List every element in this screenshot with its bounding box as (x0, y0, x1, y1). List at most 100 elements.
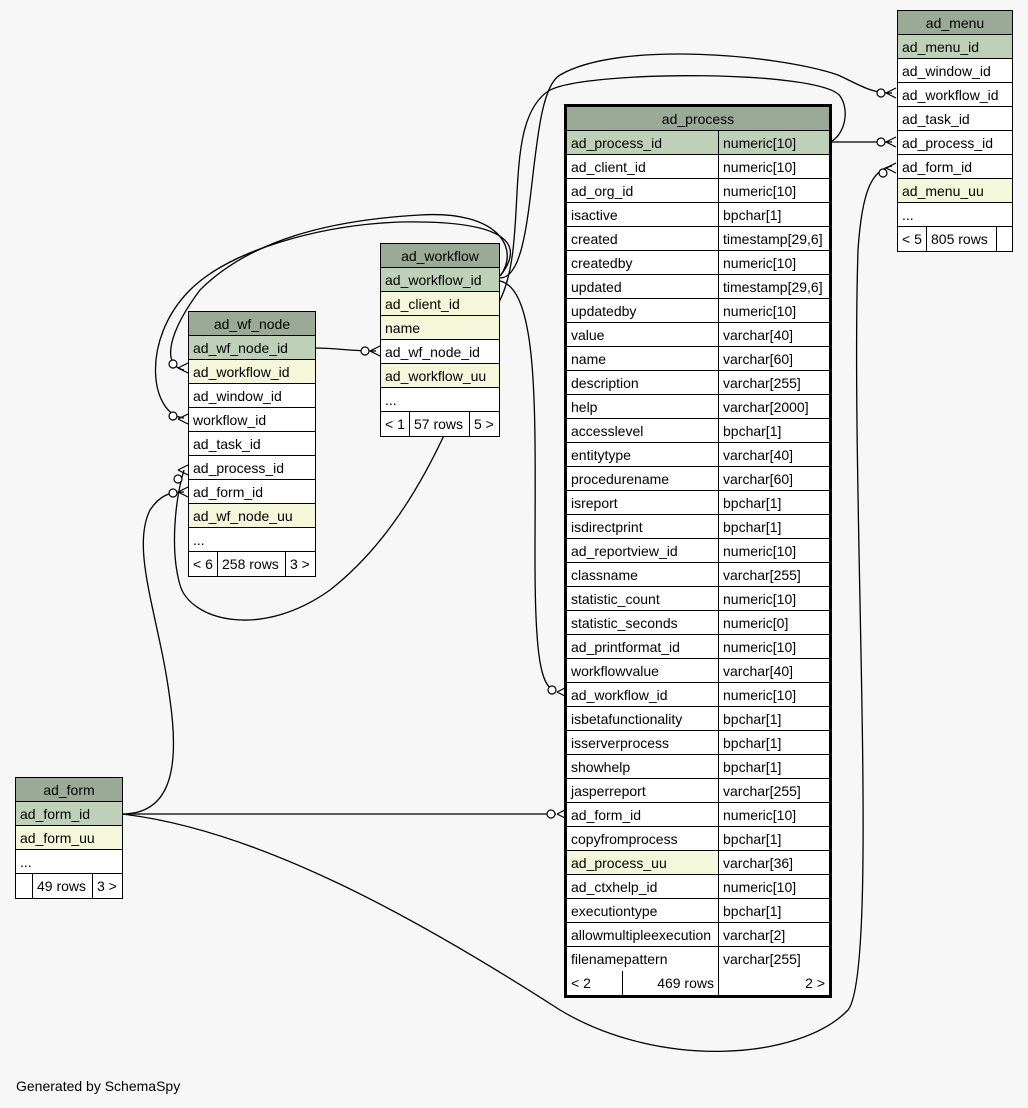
column-row[interactable]: workflow_id (189, 408, 315, 432)
parents-link[interactable]: < 5 (898, 227, 927, 251)
column-row[interactable]: ad_wf_node_id (189, 336, 315, 360)
row-count: 258 rows (218, 552, 286, 576)
column-type: bpchar[1] (723, 735, 782, 751)
column-row[interactable]: ad_menu_id (898, 35, 1012, 59)
column-name: description (567, 371, 719, 394)
column-row[interactable]: ad_form_id (898, 155, 1012, 179)
more-columns-row[interactable]: ... (898, 203, 1012, 227)
edge-workflow-to-wfnode-a (169, 213, 508, 371)
column-row[interactable]: ad_form_id (16, 802, 122, 826)
column-row[interactable]: ad_process_id (189, 456, 315, 480)
column-row[interactable]: ad_menu_uu (898, 179, 1012, 203)
table-ad-form[interactable]: ad_form ad_form_id ad_form_uu ... 49 row… (15, 777, 123, 899)
table-title-text: ad_wf_node (213, 316, 291, 332)
children-link[interactable]: 3 > (97, 878, 117, 894)
edge-form-to-menu (121, 165, 893, 1052)
table-ad-wf-node[interactable]: ad_wf_node ad_wf_node_id ad_workflow_id … (188, 311, 316, 577)
edge-marker-menu-process (876, 137, 886, 147)
column-row[interactable]: ad_workflow_id (381, 268, 499, 292)
more-columns-row[interactable]: ... (381, 388, 499, 412)
table-title-text: ad_form (43, 782, 95, 798)
column-row[interactable]: ad_workflow_uu (381, 364, 499, 388)
column-row[interactable]: name (381, 316, 499, 340)
table-title[interactable]: ad_form (16, 778, 122, 802)
column-row[interactable]: ad_wf_node_id (381, 340, 499, 364)
column-row[interactable]: ad_wf_node_uu (189, 504, 315, 528)
column-row[interactable]: ad_workflow_id (189, 360, 315, 384)
row-count: 57 rows (410, 412, 470, 436)
column-row[interactable]: ad_form_uu (16, 826, 122, 850)
table-title[interactable]: ad_wf_node (189, 312, 315, 336)
parents-link[interactable]: < 6 (189, 552, 218, 576)
table-title[interactable]: ad_process (567, 107, 829, 131)
parents-link[interactable]: < 1 (381, 412, 410, 436)
column-type: numeric[10] (723, 303, 797, 319)
parents-link[interactable] (16, 874, 33, 898)
parents-link[interactable]: < 2 (567, 971, 623, 995)
column-row[interactable]: ad_form_id (189, 480, 315, 504)
children-link[interactable]: 3 > (290, 556, 310, 572)
more-columns-row[interactable]: ... (16, 850, 122, 874)
column-row[interactable]: ad_window_id (898, 59, 1012, 83)
column-type: varchar[40] (723, 327, 794, 343)
row-count: 805 rows (927, 227, 997, 251)
column-row[interactable]: ad_task_id (898, 107, 1012, 131)
column-type: varchar[255] (723, 567, 801, 583)
children-link[interactable]: 5 > (474, 416, 494, 432)
edge-crowfoot-wfnode-form (177, 486, 189, 498)
column-row[interactable]: ad_window_id (189, 384, 315, 408)
table-title[interactable]: ad_workflow (381, 244, 499, 268)
column-row[interactable]: ad_task_id (189, 432, 315, 456)
column-row[interactable]: ad_workflow_id (898, 83, 1012, 107)
column-type: numeric[10] (723, 591, 797, 607)
children-link[interactable] (997, 227, 1012, 251)
column-row[interactable]: ad_client_id (381, 292, 499, 316)
column-type: varchar[2000] (723, 399, 809, 415)
column-row[interactable]: ad_process_id (898, 131, 1012, 155)
column-type: numeric[10] (723, 255, 797, 271)
column-name: value (567, 323, 719, 346)
column-name: created (567, 227, 719, 250)
more-columns-row[interactable]: ... (189, 528, 315, 552)
table-ad-workflow[interactable]: ad_workflow ad_workflow_id ad_client_id … (380, 243, 500, 437)
table-ad-menu[interactable]: ad_menu ad_menu_id ad_window_id ad_workf… (897, 10, 1013, 252)
table-title[interactable]: ad_menu (898, 11, 1012, 35)
children-link[interactable]: 2 > (805, 975, 825, 991)
